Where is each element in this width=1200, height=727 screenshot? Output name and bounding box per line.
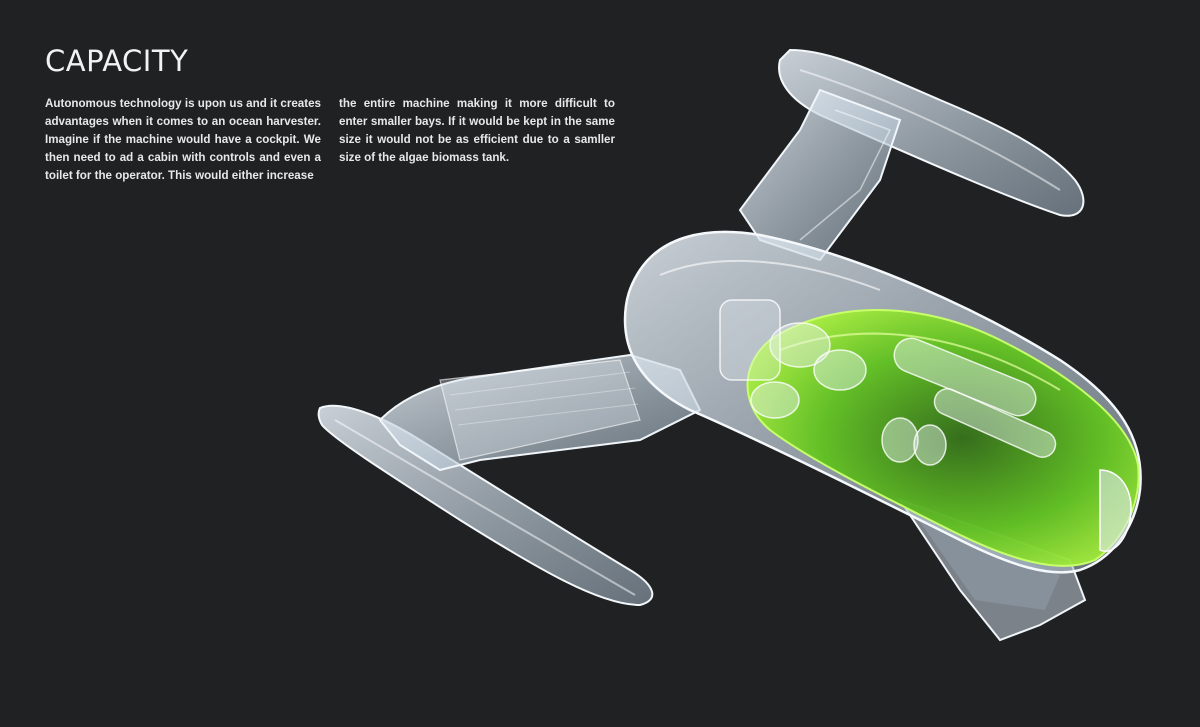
stern-cap	[1099, 469, 1132, 552]
algae-biomass-tank	[746, 309, 1140, 567]
body-text-column-right: the entire machine making it more diffic…	[339, 97, 615, 164]
lower-arm	[378, 353, 702, 472]
page-title: CAPACITY	[45, 44, 189, 78]
ocean-harvester-illustration	[317, 48, 1142, 642]
internal-machinery	[719, 299, 1057, 466]
body-text-column-left: Autonomous technology is upon us and it …	[45, 97, 321, 182]
upper-arm	[738, 88, 902, 262]
